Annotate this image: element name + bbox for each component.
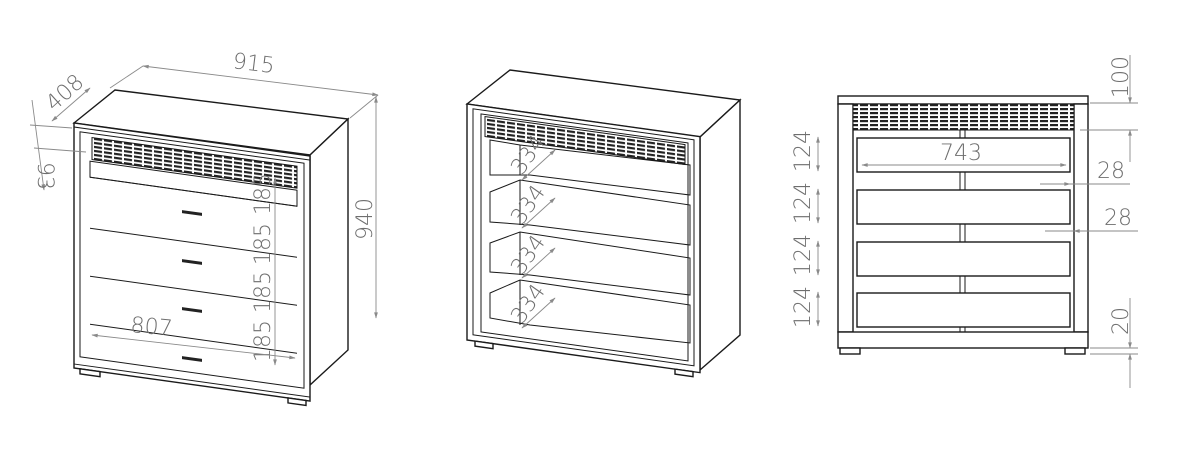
side-face [309, 117, 349, 387]
height-dimension: 940 [353, 198, 378, 240]
front-face [73, 122, 311, 407]
ventilation-grille [91, 136, 298, 189]
drawer-height-dimension: 124 [791, 182, 816, 224]
ventilation-grille [852, 103, 1075, 131]
open-drawers [489, 139, 691, 344]
closed-chest-view: 915 408 93 940 185 185 185 185 807 [29, 49, 379, 407]
foot [674, 368, 694, 378]
drawer-height-dimension: 124 [791, 234, 816, 276]
side-gap-dimension: 28 [1097, 159, 1125, 184]
foot [79, 368, 101, 378]
drawer-width-dimension: 743 [940, 141, 982, 166]
drawer-divider [90, 227, 297, 258]
top-panel [837, 95, 1089, 105]
drawer-handle [182, 210, 202, 216]
depth-dimension: 408 [41, 70, 89, 117]
drawer-handle [182, 259, 202, 265]
drawer-box [856, 241, 1071, 277]
foot [839, 347, 861, 355]
foot [474, 340, 494, 350]
drawer-box [856, 292, 1071, 328]
drawer-divider [90, 275, 297, 306]
ventilation-grille [484, 115, 686, 166]
plinth [837, 331, 1089, 349]
foot [287, 397, 307, 407]
drawer-box [856, 189, 1071, 225]
drawer-divider [90, 176, 297, 207]
top-dimension: 100 [1109, 56, 1134, 98]
width-dimension: 915 [231, 49, 276, 79]
inner-width-dimension: 807 [129, 313, 173, 342]
drawer-height-dimension: 185 [251, 271, 276, 313]
top-gap-dimension: 93 [32, 162, 57, 190]
foot [1064, 347, 1086, 355]
side-gap-dimension: 28 [1104, 206, 1132, 231]
left-side-panel [837, 103, 854, 333]
drawer-height-dimension: 185 [251, 223, 276, 265]
drawer-handle [182, 307, 202, 313]
drawer-height-dimension: 185 [251, 173, 276, 215]
right-side-panel [1073, 103, 1089, 333]
drawer-height-dimension: 124 [791, 286, 816, 328]
front-view: 124 124 124 124 743 28 28 100 20 [791, 55, 1138, 388]
side-face [699, 98, 741, 372]
bottom-dimension: 20 [1109, 307, 1134, 335]
drawer-height-dimension: 124 [791, 130, 816, 172]
open-chest-view: 334 334 334 334 [465, 69, 742, 378]
